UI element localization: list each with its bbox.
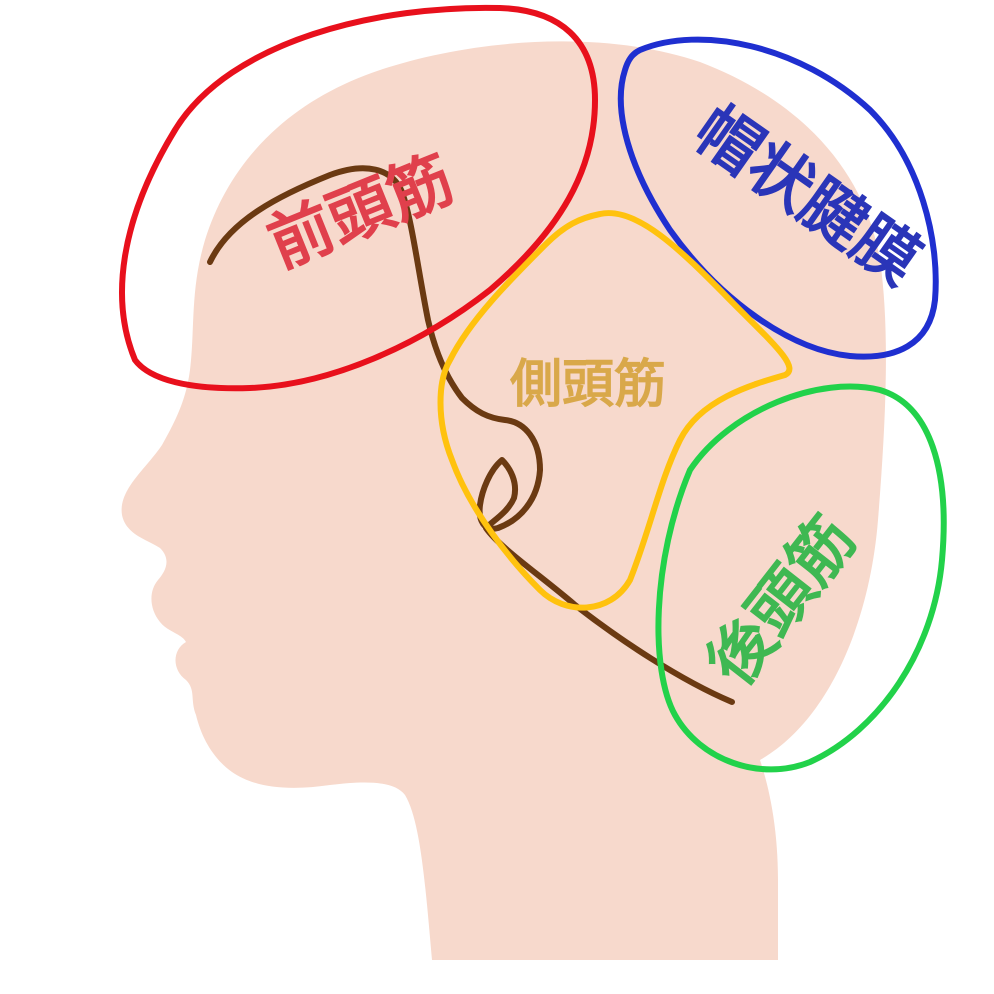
galea-outline (617, 36, 939, 360)
temporalis-label: 側頭筋 (509, 355, 666, 415)
occipitalis-outline (655, 383, 947, 773)
head-silhouette (121, 41, 886, 961)
frontalis-outline (119, 4, 598, 392)
temporalis-outline (437, 210, 793, 611)
